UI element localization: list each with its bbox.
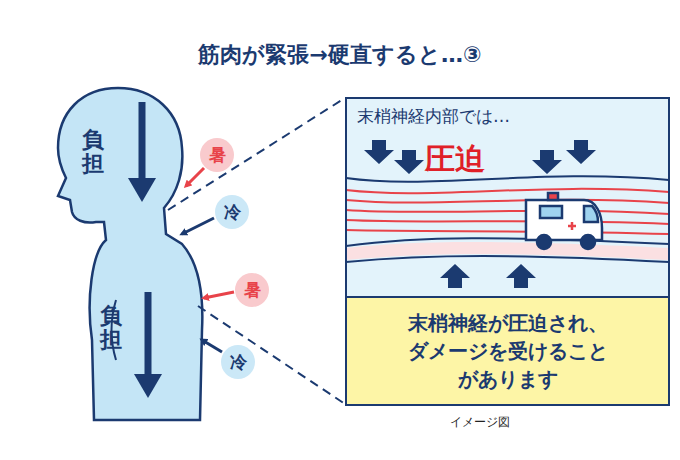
circle-label: 冷 <box>220 344 256 380</box>
caption: イメージ図 <box>440 414 520 431</box>
body-silhouette <box>58 88 202 420</box>
circle-label: 暑 <box>234 272 270 308</box>
climate-circle: 暑 <box>199 137 235 173</box>
circle-label: 冷 <box>214 194 250 230</box>
circle-label: 暑 <box>199 137 235 173</box>
title: 筋肉が緊張→硬直すると…③ <box>0 40 680 70</box>
climate-circle: 冷 <box>214 194 250 230</box>
burden-label: 負担 <box>100 304 122 352</box>
climate-circle: 冷 <box>220 344 256 380</box>
zoom-panel: 末梢神経内部では… 圧迫末梢神経が圧迫され、ダメージを受けることがあります <box>345 97 670 406</box>
result-text: 末梢神経が圧迫され、ダメージを受けることがあります <box>403 309 613 393</box>
panel-heading: 末梢神経内部では… <box>357 105 510 128</box>
pressure-label: 圧迫 <box>425 139 485 180</box>
climate-circle: 暑 <box>234 272 270 308</box>
ambulance <box>526 193 602 249</box>
burden-label: 負担 <box>82 128 104 176</box>
result-box: 末梢神経が圧迫され、ダメージを受けることがあります <box>347 296 668 404</box>
